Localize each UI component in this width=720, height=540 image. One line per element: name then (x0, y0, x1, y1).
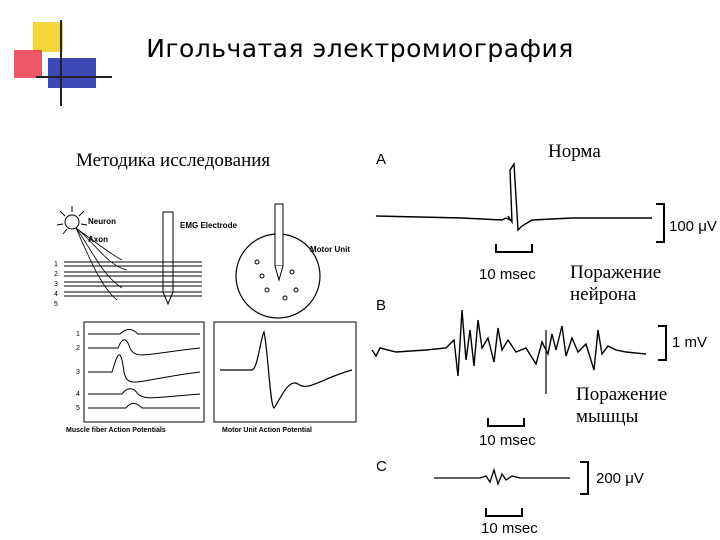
fiber-number-1: 1 (54, 261, 58, 268)
trace-c-time-scale: 10 msec (481, 520, 538, 537)
mu-potential-trace (220, 330, 353, 409)
fiber-trace-number-1: 1 (76, 331, 80, 338)
motor-unit-label: Motor Unit (310, 245, 350, 254)
needle-emg-method-diagram: Neuron Axon EMG Electrode 1 2 3 4 5 Moto… (54, 203, 357, 434)
method-heading: Методика исследования (76, 150, 271, 171)
motor-unit-caption: Motor Unit Action Potential (222, 427, 312, 434)
fiber-trace-number-3: 3 (76, 369, 80, 376)
trace-b-time-scale: 10 msec (479, 432, 536, 449)
fiber-trace-number-4: 4 (76, 391, 80, 398)
red-square (14, 50, 42, 78)
emg-electrode-icon (162, 211, 174, 306)
trace-a-waveform (375, 161, 665, 253)
fiber-number-3: 3 (54, 281, 58, 288)
trace-c-letter: C (376, 458, 387, 475)
trace-c-caption: Поражение мышцы (576, 384, 668, 427)
fiber-potentials-frame (83, 321, 205, 423)
trace-b-amp-scale: 1 mV (672, 334, 708, 351)
corner-decoration (0, 0, 120, 110)
trace-a-time-bar (495, 244, 533, 253)
motor-unit-cross-section (235, 203, 321, 319)
page-title: Игольчатая электромиография (146, 34, 574, 63)
cross-horizontal (36, 76, 112, 78)
fiber-number-4: 4 (54, 291, 58, 298)
fiber-number-2: 2 (54, 271, 58, 278)
neuron-icon (56, 206, 128, 301)
trace-b-amp-bar (658, 325, 667, 361)
yellow-square (33, 22, 63, 52)
neuron-label: Neuron (88, 217, 116, 226)
trace-c-waveform (434, 461, 589, 517)
trace-b-caption: Поражение нейрона (570, 262, 662, 305)
trace-b-waveform (371, 309, 667, 427)
mu-potential-frame (213, 321, 357, 423)
trace-a-amp-bar (656, 203, 665, 243)
trace-c-amp-bar (580, 461, 589, 495)
trace-c-amp-scale: 200 μV (596, 470, 644, 487)
fiber-number-5: 5 (54, 301, 58, 308)
axon-label: Axon (88, 235, 108, 244)
fiber-trace-number-2: 2 (76, 345, 80, 352)
muscle-fibers (64, 261, 202, 297)
trace-a-letter: A (376, 151, 387, 168)
cross-vertical (60, 20, 62, 106)
trace-a-amp-scale: 100 μV (669, 218, 717, 235)
trace-b-time-bar (487, 418, 525, 427)
emg-electrode-label: EMG Electrode (180, 221, 237, 230)
blue-square (48, 58, 96, 88)
fiber-traces (88, 329, 201, 409)
trace-a-caption: Норма (548, 141, 601, 162)
trace-b-letter: B (376, 297, 387, 314)
trace-a-time-scale: 10 msec (479, 266, 536, 283)
trace-c-time-bar (485, 508, 523, 517)
muscle-fiber-caption: Muscle fiber Action Potentials (66, 427, 166, 434)
fiber-trace-number-5: 5 (76, 405, 80, 412)
